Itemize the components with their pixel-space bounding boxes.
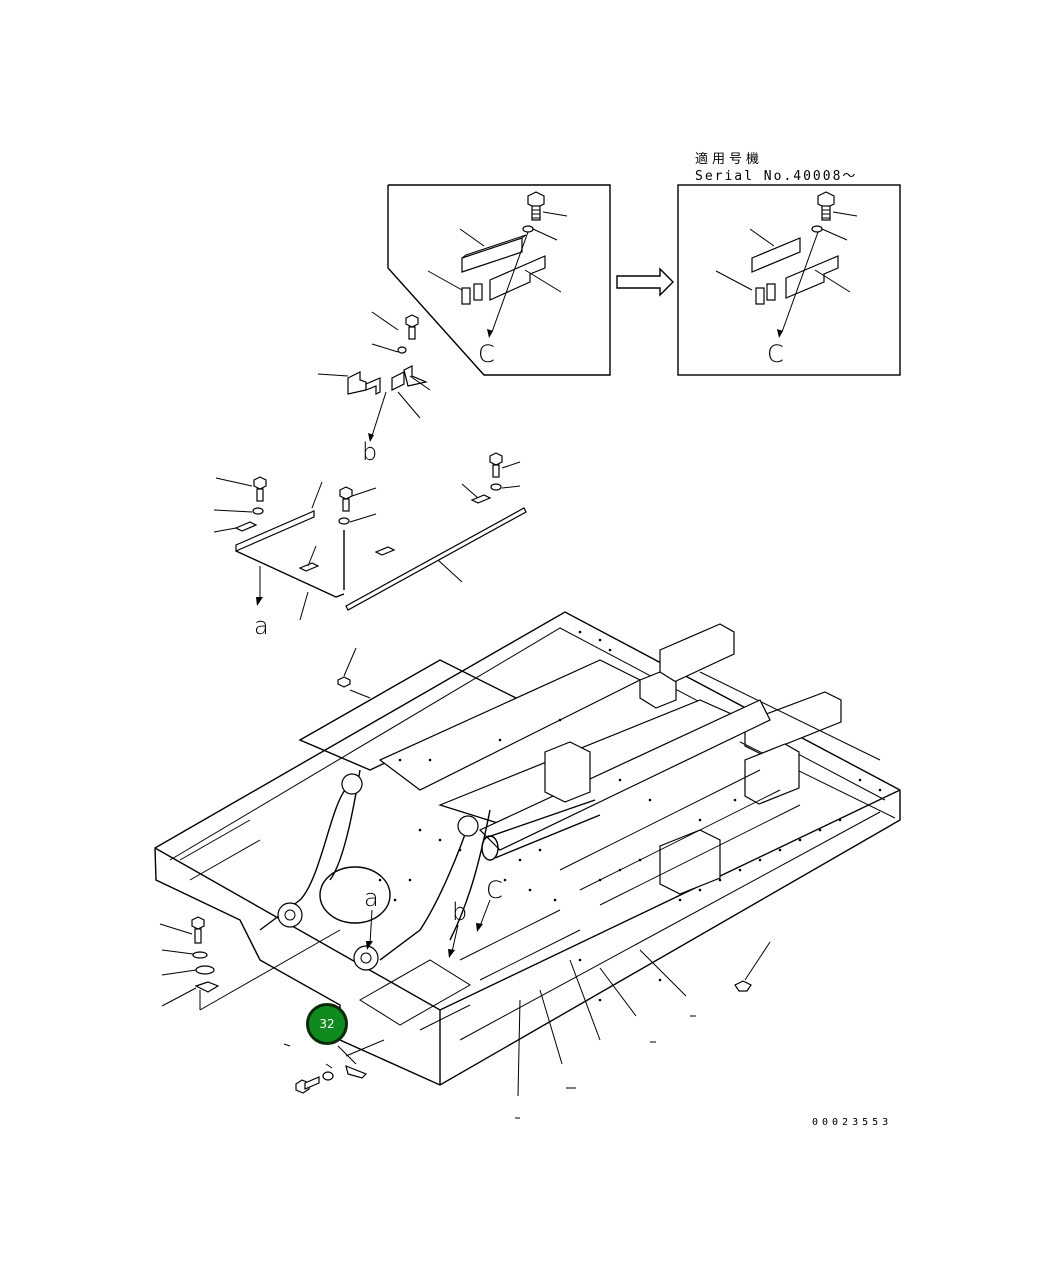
view-ref-c-right: C xyxy=(767,340,784,368)
detail-box-after xyxy=(677,184,901,376)
view-ref-c-frame: C xyxy=(486,876,503,904)
drawing-number: 00023553 xyxy=(812,1117,893,1128)
detail-box-before xyxy=(387,184,611,376)
applicable-serial-heading: 適用号機 xyxy=(695,152,764,167)
main-frame xyxy=(154,611,901,1086)
change-arrow xyxy=(616,267,674,297)
part-callout-badge[interactable]: 32 xyxy=(306,1003,348,1045)
detail-b-parts xyxy=(317,311,431,442)
view-ref-b-top: b xyxy=(362,438,378,466)
lower-left-hardware xyxy=(159,916,341,1011)
view-ref-a-frame: a xyxy=(364,884,379,912)
view-ref-b-frame: b xyxy=(452,898,468,926)
leader-lines xyxy=(515,941,771,1119)
view-ref-c-left: C xyxy=(478,340,495,368)
detail-a-plates xyxy=(213,452,527,621)
view-ref-a-top: a xyxy=(254,612,269,640)
serial-number-label: Serial No.40008〜 xyxy=(695,169,858,184)
bottom-bolt xyxy=(283,1039,385,1094)
